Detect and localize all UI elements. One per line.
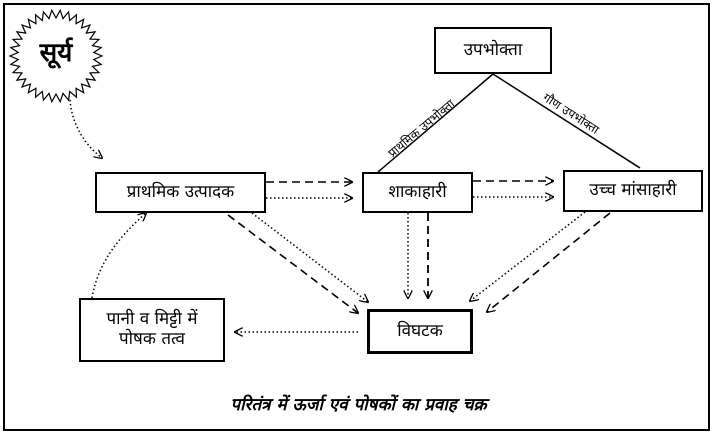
producer-box: प्राथमिक उत्पादक bbox=[95, 172, 266, 213]
decomposer-box: विघटक bbox=[367, 309, 473, 354]
elements-line-2: पोषक तत्व bbox=[119, 329, 185, 349]
arrow-producer-to-decomposer-dashed bbox=[227, 214, 358, 313]
elements-box: पानी व मिट्टी में पोषक तत्व bbox=[79, 298, 225, 362]
arrow-sun-to-producer bbox=[69, 99, 102, 158]
arrow-producer-to-decomposer-dotted bbox=[251, 212, 368, 302]
herbivore-box: शाकाहारी bbox=[362, 172, 473, 213]
line-consumer-to-herbivore bbox=[377, 73, 494, 173]
arrow-elements-to-producer bbox=[91, 213, 146, 299]
sun-label: सूर्य bbox=[39, 38, 73, 68]
outer-frame bbox=[3, 3, 710, 431]
elements-line-1: पानी व मिट्टी में bbox=[106, 309, 198, 330]
line-consumer-to-carnivore bbox=[492, 73, 641, 169]
arrow-carnivore-to-decomposer-dashed bbox=[487, 212, 611, 312]
consumer-box: उपभोक्ता bbox=[434, 27, 552, 74]
arrow-carnivore-to-decomposer-dotted bbox=[470, 211, 586, 301]
sun-icon bbox=[8, 8, 104, 104]
diagram-caption: परितंत्र में ऊर्जा एवं पोषकों का प्रवाह … bbox=[230, 395, 487, 415]
carnivore-box: उच्च मांसाहारी bbox=[563, 170, 703, 212]
